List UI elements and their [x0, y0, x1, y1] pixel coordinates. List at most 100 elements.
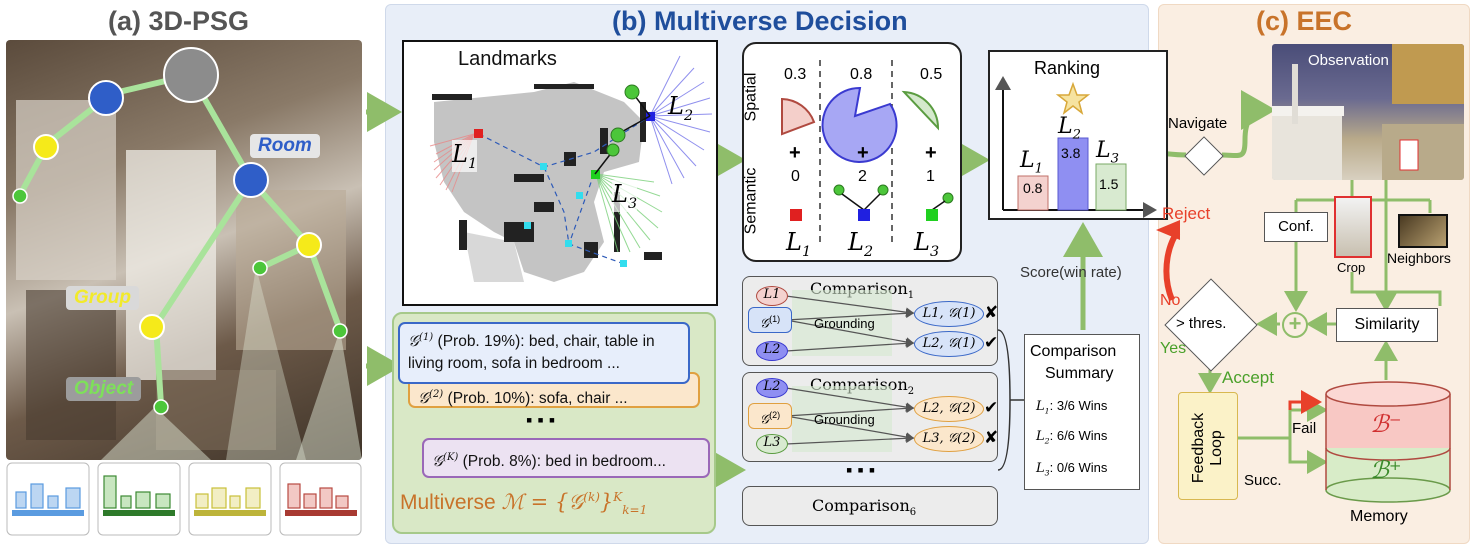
- plus-l2: +: [857, 142, 869, 164]
- comparison-summary-box: [1024, 334, 1140, 490]
- crop-image: [1334, 196, 1372, 258]
- spatial-value-l2: 0.8: [850, 66, 873, 83]
- yes-label: Yes: [1160, 340, 1187, 357]
- rank-bar-l1: [1017, 175, 1049, 211]
- comp1-grounding: Grounding: [814, 316, 875, 331]
- comp1-mark-bottom: ✔: [984, 333, 999, 352]
- comp1-in-bottom: L2: [756, 341, 788, 361]
- crop-label: Crop: [1337, 260, 1366, 275]
- multiverse-label: Multiverse: [400, 491, 496, 514]
- hypothesis-k-symbol: 𝒢(K): [432, 452, 459, 471]
- succ-label: Succ.: [1244, 472, 1282, 489]
- comp2-out-bottom: L3, 𝒢(2): [914, 426, 984, 452]
- multiverse-formula: Multiverse ℳ = {𝒢(k)}Kk=1: [400, 490, 647, 517]
- rank-score-l3: 1.5: [1099, 176, 1119, 192]
- multiverse-equation: ℳ = {𝒢(k)}Kk=1: [501, 490, 648, 518]
- b-minus-label: ℬ⁻: [1370, 410, 1402, 438]
- plus-circle-icon: +: [1282, 312, 1308, 338]
- comp2-grounding: Grounding: [814, 412, 875, 427]
- map-label-l1: L1: [452, 140, 478, 172]
- hypothesis-1-front-text: (Prob. 19%): bed, chair, table in living…: [408, 333, 655, 373]
- scene-image: [6, 40, 362, 460]
- hypothesis-k-text: (Prob. 8%): bed in bedroom...: [462, 453, 666, 471]
- comp2-mark-top: ✔: [984, 398, 999, 417]
- summary-row-l3: L3: 0/6 Wins: [1036, 460, 1108, 478]
- ranking-chart: [988, 50, 1168, 225]
- landmarks-map: [402, 40, 718, 306]
- comp2-out-top: L2, 𝒢(2): [914, 396, 984, 422]
- hypothesis-1-front: 𝒢(1) (Prob. 19%): bed, chair, table in l…: [398, 322, 690, 384]
- comparison-6-box: [742, 486, 998, 526]
- b-plus-label: ℬ⁺: [1370, 456, 1402, 484]
- rank-label-l1: L1: [1020, 148, 1043, 177]
- similarity-box: Similarity: [1336, 308, 1438, 342]
- comp2-in-bottom: L3: [756, 434, 788, 454]
- col-label-l2: L2: [848, 228, 874, 260]
- panel-c-title: (c) EEC: [1256, 6, 1353, 36]
- map-svg: [429, 55, 713, 282]
- label-object: Object: [66, 377, 142, 401]
- spatial-value-l1: 0.3: [784, 66, 807, 83]
- comparison-ellipsis: ▪ ▪ ▪: [846, 460, 876, 480]
- accept-label: Accept: [1222, 368, 1274, 387]
- summary-row-l1: L1: 3/6 Wins: [1036, 398, 1108, 416]
- neighbors-image: [1398, 214, 1448, 248]
- score-win-rate-label: Score(win rate): [1020, 264, 1122, 281]
- memory-cylinder: [1324, 380, 1452, 509]
- threshold-label: > thres.: [1176, 315, 1227, 332]
- feedback-loop-label: Feedback Loop: [1190, 412, 1225, 484]
- furniture-thumbnails: [6, 462, 362, 540]
- conf-box: Conf.: [1264, 212, 1328, 242]
- hypothesis-ellipsis: ▪ ▪ ▪: [526, 410, 556, 430]
- comp2-mark-bottom: ✘: [984, 428, 999, 447]
- neighbors-label: Neighbors: [1387, 250, 1451, 266]
- memory-label: Memory: [1350, 508, 1408, 525]
- rank-label-l2: L2: [1058, 114, 1081, 143]
- rank-score-l2: 3.8: [1061, 145, 1081, 161]
- rank-bar-l3: [1095, 163, 1127, 211]
- panel-a-title: (a) 3D-PSG: [108, 6, 250, 36]
- map-label-l2: L2: [668, 92, 694, 124]
- comp1-in-graph: 𝒢(1): [748, 307, 792, 333]
- col-label-l3: L3: [914, 228, 940, 260]
- spatial-semantic-graphics: [742, 42, 962, 267]
- summary-title-2: Summary: [1045, 365, 1114, 382]
- scene-graph-svg: [12, 47, 362, 460]
- comp1-in-top: L1: [756, 286, 788, 306]
- hypothesis-2-symbol: 𝒢(2): [418, 389, 444, 408]
- rank-bar-l2: [1057, 137, 1089, 211]
- hypothesis-2-text: (Prob. 10%): sofa, chair ...: [447, 390, 628, 408]
- summary-title-1: Comparison: [1030, 343, 1117, 360]
- panel-b-title: (b) Multiverse Decision: [612, 6, 908, 36]
- rank-score-l1: 0.8: [1023, 180, 1043, 196]
- plus-l1: +: [789, 142, 801, 164]
- fail-label: Fail: [1292, 420, 1317, 437]
- hypothesis-1-front-symbol: 𝒢(1): [408, 332, 434, 351]
- similarity-label: Similarity: [1354, 316, 1420, 333]
- label-group: Group: [66, 286, 139, 310]
- comp1-out-bottom: L2, 𝒢(1): [914, 331, 984, 357]
- feedback-loop-box: [1178, 392, 1238, 500]
- ranking-title: Ranking: [1034, 58, 1101, 78]
- observation-image: [1272, 44, 1464, 180]
- plus-l3: +: [925, 142, 937, 164]
- navigate-label: Navigate: [1168, 115, 1228, 132]
- semantic-value-l2: 2: [858, 168, 867, 185]
- comp1-mark-top: ✘: [984, 303, 999, 322]
- spatial-value-l3: 0.5: [920, 66, 943, 83]
- no-label: No: [1160, 292, 1181, 309]
- reject-label: Reject: [1162, 204, 1211, 223]
- landmarks-title: Landmarks: [458, 48, 557, 70]
- map-label-l3: L3: [612, 180, 638, 212]
- semantic-value-l3: 1: [926, 168, 935, 185]
- conf-label: Conf.: [1278, 218, 1314, 235]
- comparison-6-title: Comparison6: [812, 496, 917, 519]
- rank-label-l3: L3: [1096, 138, 1119, 167]
- hypothesis-k: 𝒢(K) (Prob. 8%): bed in bedroom...: [422, 438, 710, 478]
- label-room: Room: [250, 134, 320, 158]
- observation-label: Observation: [1308, 52, 1389, 69]
- comp2-in-graph: 𝒢(2): [748, 403, 792, 429]
- comparison-graphics: [785, 290, 915, 452]
- semantic-value-l1: 0: [791, 168, 800, 185]
